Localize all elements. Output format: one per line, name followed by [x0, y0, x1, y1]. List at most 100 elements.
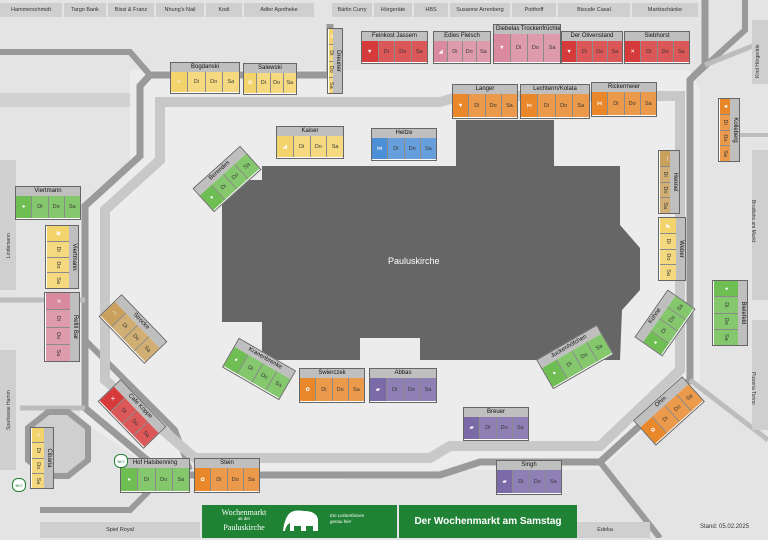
day-di: Di	[137, 468, 155, 491]
day-di: Di	[714, 296, 738, 313]
cheese-icon: ◢	[434, 41, 448, 62]
day-di: Di	[660, 165, 670, 182]
stand-name: Refill Bar	[70, 293, 79, 361]
day-di: Di	[387, 138, 404, 159]
cheese-icon: ◢	[277, 136, 293, 157]
building	[0, 160, 16, 290]
day-di: Di	[292, 136, 310, 157]
day-sa: Sa	[660, 264, 676, 280]
stand-name: Diebelas Trockenfrüchte	[494, 25, 560, 34]
day-do: Do	[269, 73, 283, 93]
pretzel-icon: ∞	[328, 29, 334, 45]
day-do: Do	[656, 41, 673, 62]
day-di: Di	[640, 41, 657, 62]
stand-name: Heitze	[372, 129, 436, 138]
fish-icon: ⋈	[592, 92, 608, 115]
day-di: Di	[385, 378, 403, 401]
day-di: Di	[47, 240, 69, 257]
day-sa: Sa	[47, 272, 69, 288]
day-sa: Sa	[419, 378, 436, 401]
day-di: Di	[377, 41, 394, 62]
fish-icon: ⋈	[521, 94, 538, 117]
day-do: Do	[591, 41, 607, 62]
building	[752, 150, 768, 300]
day-do: Do	[720, 129, 730, 146]
stand-name: Siebhorst	[625, 32, 689, 41]
shirt-icon: ▰	[464, 417, 480, 439]
day-sa: Sa	[410, 41, 427, 62]
building: Bissi & Franz	[108, 3, 154, 17]
day-sa: Sa	[672, 41, 689, 62]
day-sa: Sa	[660, 197, 670, 213]
flower-icon: ✿	[195, 468, 211, 491]
day-di: Di	[315, 378, 332, 401]
tagline-line1: Ein Leckerbissen	[330, 513, 365, 518]
stand-name: Salewski	[244, 64, 296, 73]
day-do: Do	[660, 181, 670, 198]
tagline-line2: genau hier	[330, 519, 352, 524]
day-di: Di	[210, 468, 227, 491]
building: Bärlin Curry	[332, 3, 372, 17]
day-sa: Sa	[500, 94, 517, 117]
day-di: Di	[576, 41, 592, 62]
day-do: Do	[554, 94, 572, 117]
day-di: Di	[31, 196, 48, 218]
cutlery-icon: ✕	[46, 293, 70, 310]
fish-icon: ⋈	[372, 138, 388, 159]
logo-line3: Pauluskirche	[223, 523, 265, 532]
building: Potthoff	[512, 3, 556, 17]
day-do: Do	[484, 94, 501, 117]
day-do: Do	[660, 248, 676, 265]
day-sa: Sa	[63, 196, 80, 218]
day-do: Do	[495, 417, 512, 439]
flower-icon: ✿	[300, 378, 316, 401]
pretzel-icon: ∞	[32, 428, 44, 443]
building: HBS	[414, 3, 448, 17]
stand-name: Abbas	[370, 369, 436, 378]
day-sa: Sa	[639, 92, 656, 115]
day-do: Do	[461, 41, 476, 62]
cheese-icon: ◢	[660, 218, 676, 233]
church-shape	[222, 120, 640, 360]
stand-name: Kolleberg	[730, 99, 739, 161]
day-di: Di	[256, 73, 270, 93]
day-sa: Sa	[242, 468, 259, 491]
